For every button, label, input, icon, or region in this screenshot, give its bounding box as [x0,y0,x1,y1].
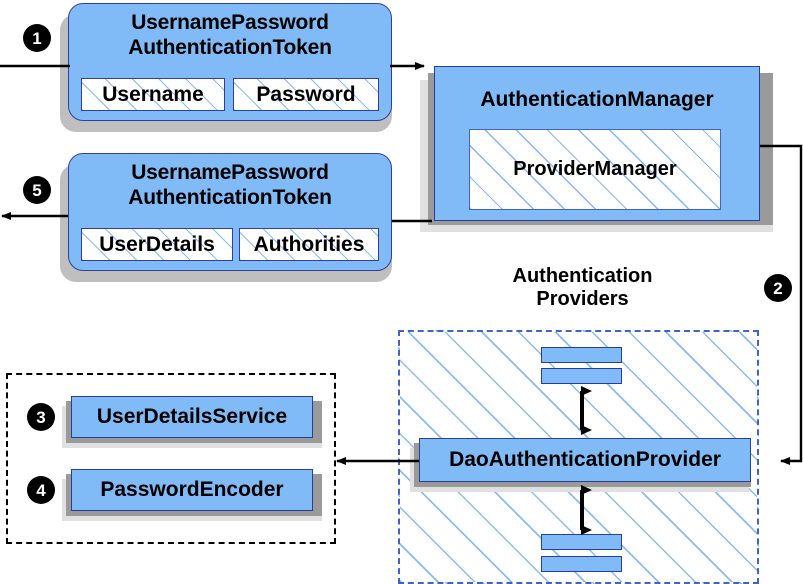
authentication-manager-title: AuthenticationManager [480,88,714,111]
collaborators-group [6,373,336,544]
response-token-title-line2: AuthenticationToken [128,186,332,209]
request-token-title-line1: UsernamePassword [131,11,329,34]
authentication-providers-caption-line1: Authentication [512,265,653,287]
authentication-providers-caption-line2: Providers [536,288,629,310]
response-token-slot-authorities[interactable]: Authorities [239,228,379,261]
response-token-node[interactable]: UsernamePassword AuthenticationToken Use… [68,153,392,271]
response-token-title: UsernamePassword AuthenticationToken [69,160,391,210]
step-badge-1: 1 [23,24,51,52]
request-token-title-line2: AuthenticationToken [128,36,332,59]
request-token-slot-username[interactable]: Username [81,78,225,111]
provider-bar-top-2[interactable] [541,368,622,384]
provider-manager-node[interactable]: ProviderManager [469,129,721,210]
user-details-service-node[interactable]: UserDetailsService [71,396,313,438]
provider-bar-top-1[interactable] [541,347,622,363]
request-token-slot-password[interactable]: Password [233,78,379,111]
step-badge-5: 5 [23,176,51,204]
response-token-title-line1: UsernamePassword [131,161,329,184]
provider-bar-bottom-1[interactable] [541,534,622,550]
password-encoder-node[interactable]: PasswordEncoder [71,469,313,511]
authentication-providers-caption: Authentication Providers [470,265,695,311]
response-token-slot-userdetails[interactable]: UserDetails [81,228,233,261]
step-badge-3: 3 [27,403,55,431]
authentication-manager-node[interactable]: AuthenticationManager ProviderManager [434,66,760,221]
step-badge-4: 4 [27,476,55,504]
provider-bar-bottom-2[interactable] [541,556,622,572]
dao-authentication-provider-node[interactable]: DaoAuthenticationProvider [419,438,751,482]
request-token-node[interactable]: UsernamePassword AuthenticationToken Use… [68,3,392,121]
step-badge-2: 2 [764,274,792,302]
request-token-title: UsernamePassword AuthenticationToken [69,10,391,60]
